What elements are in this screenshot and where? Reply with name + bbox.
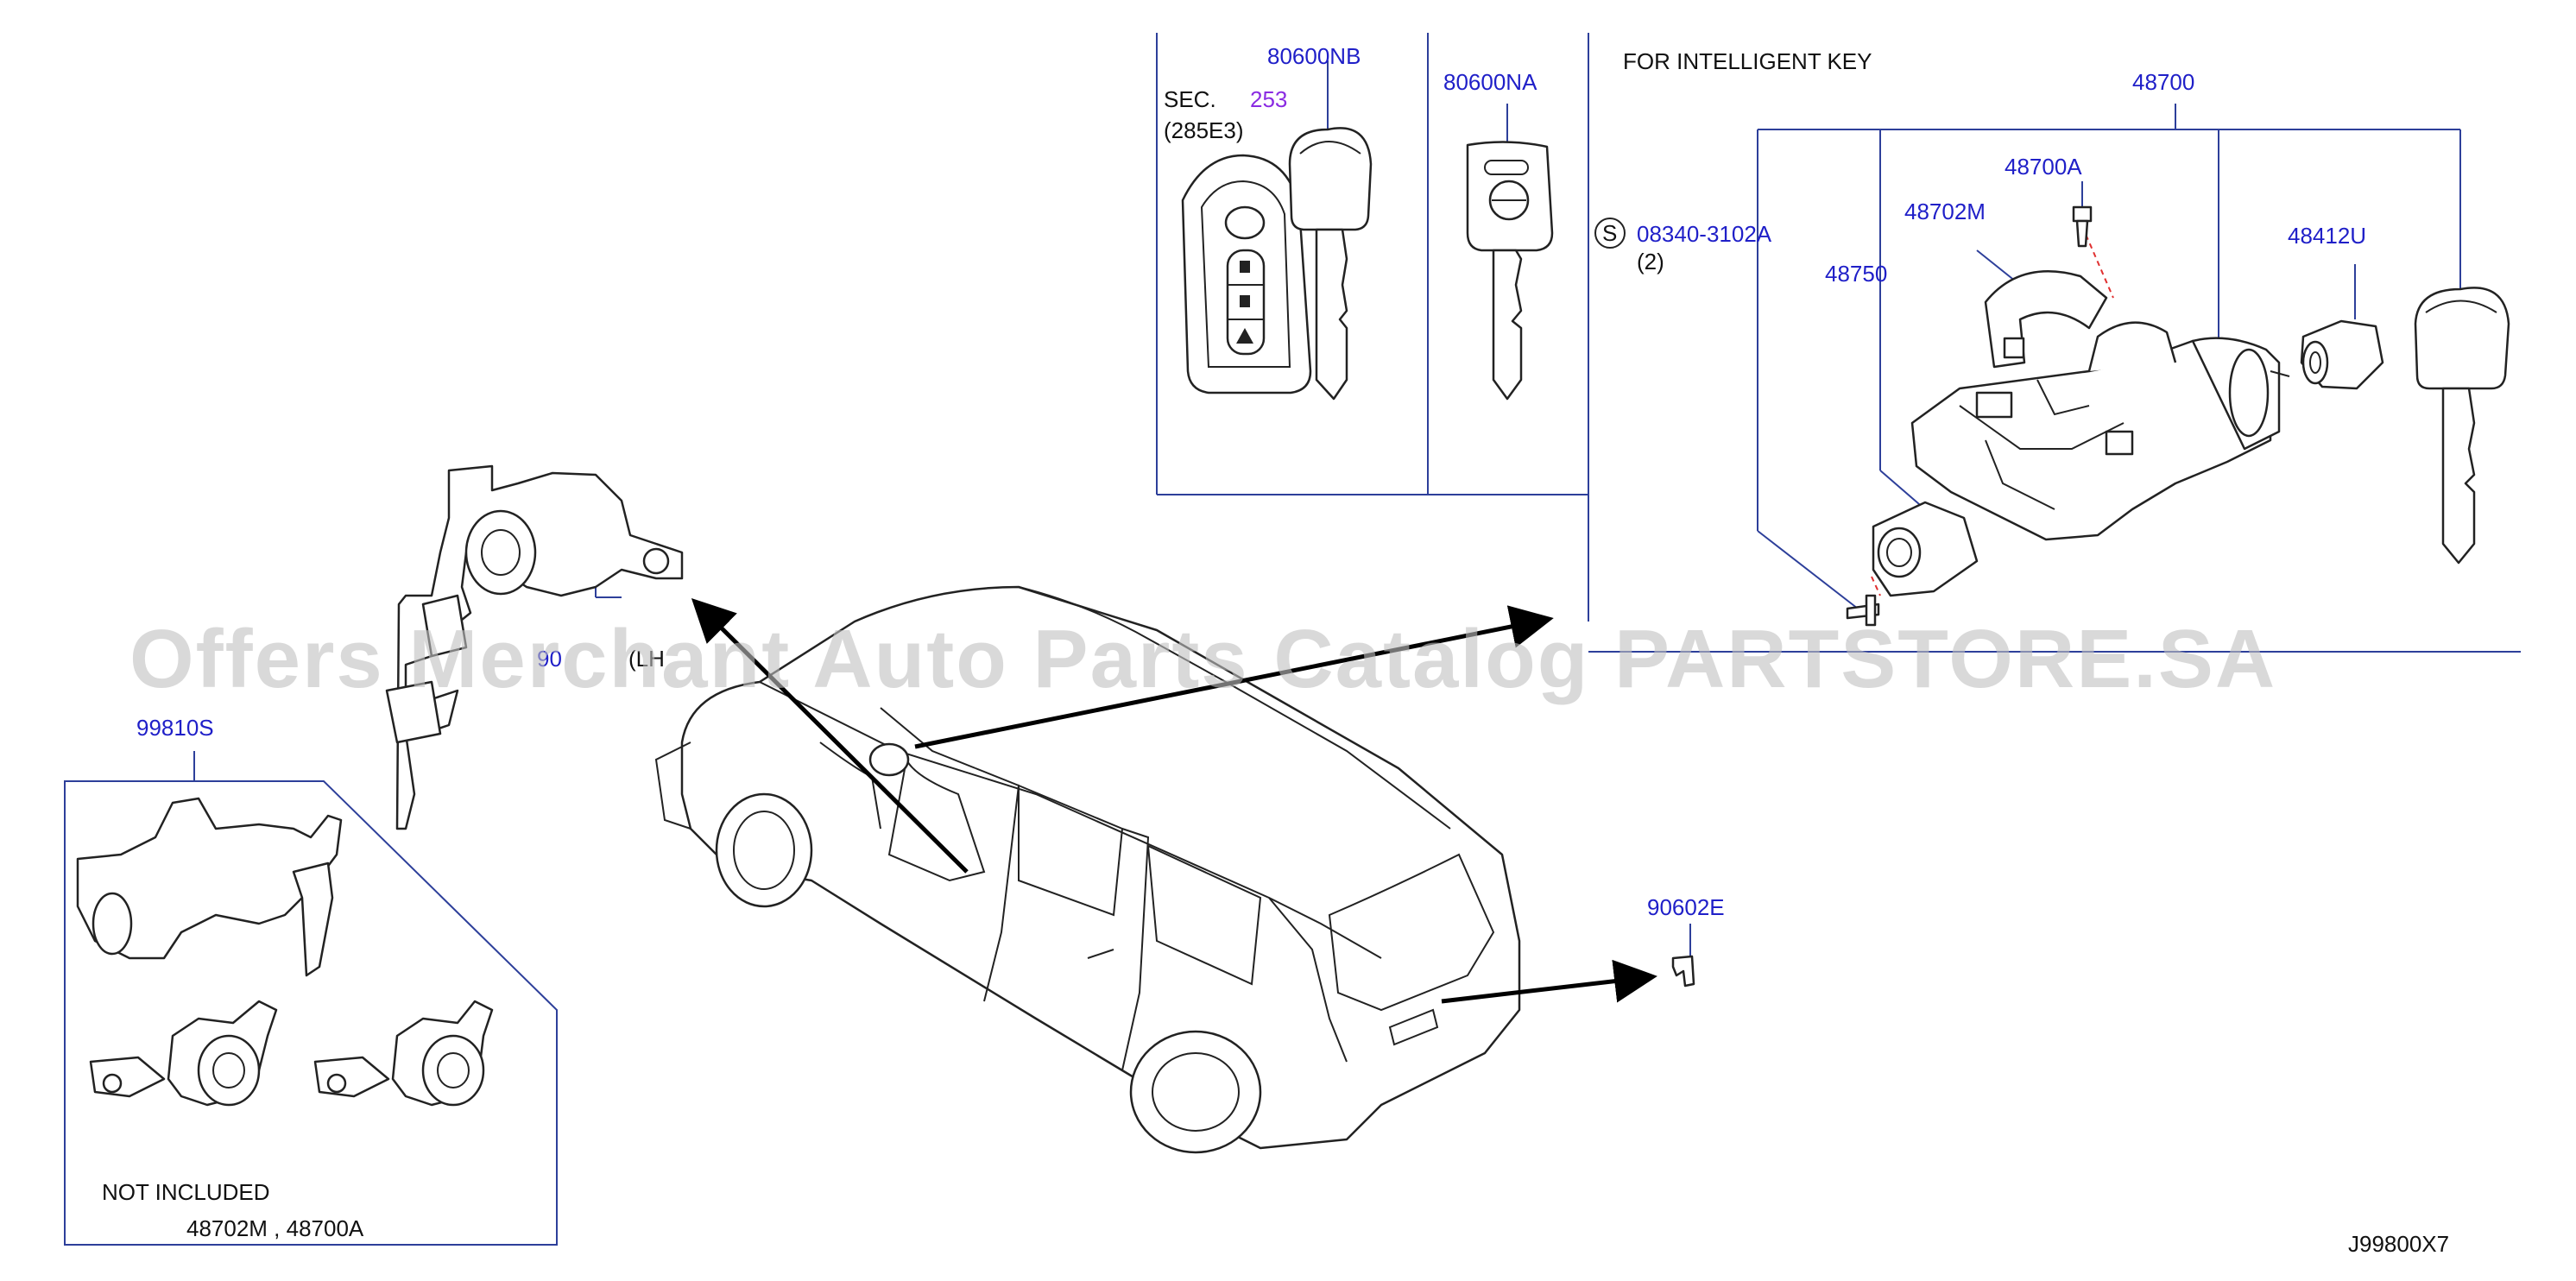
- door-lock-lh: [385, 464, 684, 830]
- screw-symbol: S: [1602, 220, 1617, 246]
- label-08340-3102a[interactable]: 08340-3102A: [1637, 221, 1772, 247]
- label-door-side-partial: (LH: [628, 646, 665, 672]
- ignition-cylinder-48412u: [2300, 319, 2384, 390]
- clamp-48702m: [1984, 270, 2108, 369]
- label-sec: SEC.: [1164, 86, 1216, 112]
- label-48412u[interactable]: 48412U: [2288, 223, 2366, 249]
- label-90602e[interactable]: 90602E: [1647, 894, 1725, 920]
- frame-lines: [64, 33, 2521, 1246]
- note-not-included: NOT INCLUDED: [102, 1179, 270, 1205]
- label-door-lock-partial[interactable]: 90: [537, 646, 562, 672]
- label-80600nb[interactable]: 80600NB: [1267, 43, 1361, 69]
- label-48702m[interactable]: 48702M: [1904, 199, 1986, 224]
- label-80600na[interactable]: 80600NA: [1443, 69, 1537, 95]
- label-screw-qty: (2): [1637, 249, 1664, 274]
- label-48700a[interactable]: 48700A: [2005, 154, 2082, 180]
- bolt-48700a: [2072, 205, 2093, 248]
- label-sec-number[interactable]: 253: [1250, 86, 1287, 112]
- watermark: Offers Merchant Auto Parts Catalog PARTS…: [129, 613, 2276, 705]
- housing-48750: [1872, 501, 1979, 597]
- label-48750[interactable]: 48750: [1825, 261, 1887, 287]
- header-note: FOR INTELLIGENT KEY: [1623, 48, 1872, 74]
- label-sec-sub: (285E3): [1164, 117, 1244, 143]
- diagram-code: J99800X7: [2348, 1231, 2449, 1257]
- back-door-clip-90602e: [1671, 955, 1695, 988]
- intelligent-key-fob: [1181, 154, 1312, 394]
- callout-arrows: [691, 597, 1657, 1004]
- vehicle: [654, 585, 1521, 1154]
- label-48700[interactable]: 48700: [2132, 69, 2194, 95]
- note-excluded-parts: 48702M , 48700A: [186, 1215, 364, 1241]
- key-blank-assy: [2414, 287, 2510, 565]
- key-blank-nb: [1288, 127, 1373, 401]
- label-99810s[interactable]: 99810S: [136, 715, 214, 741]
- steering-lock-assembly: [1910, 321, 2290, 541]
- kit-99810s: [76, 797, 494, 1107]
- key-blank-na: [1466, 141, 1554, 401]
- screw: [1594, 218, 1880, 627]
